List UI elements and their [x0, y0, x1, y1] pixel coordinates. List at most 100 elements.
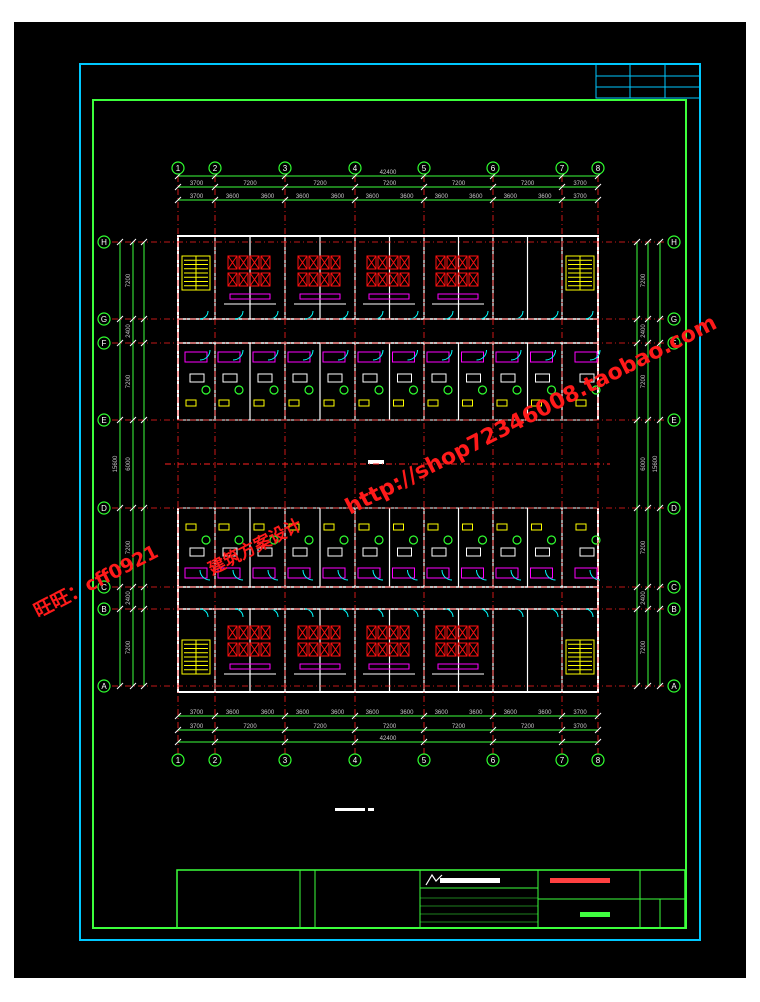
wardrobe	[288, 523, 300, 531]
toilet-stall	[249, 272, 260, 287]
bathroom-north-1	[224, 255, 276, 305]
axis-column-bottom-1: 1	[171, 753, 185, 767]
chair	[234, 385, 244, 395]
axis-bubble-label: H	[101, 238, 107, 247]
toilet-stall	[308, 272, 319, 287]
dim-tick	[281, 726, 289, 734]
dim-tick	[129, 238, 137, 246]
toilet-stall	[297, 625, 308, 640]
chair	[269, 535, 279, 545]
chair	[512, 385, 522, 395]
dim-label-left: 2400	[126, 591, 132, 605]
dim-tick	[116, 682, 124, 690]
door-swing	[199, 310, 209, 320]
dim-label-bottom-detail: 3600	[296, 710, 310, 716]
toilet-stall	[238, 642, 249, 657]
room-north-5	[357, 349, 384, 407]
sink-counter	[299, 293, 341, 300]
dim-tick	[140, 583, 148, 591]
axis-bubble	[97, 336, 111, 350]
dim-tick	[211, 183, 219, 191]
dim-tick	[644, 416, 652, 424]
sink-counter	[368, 293, 410, 300]
dim-tick	[656, 504, 664, 512]
dim-label-bottom-detail: 3700	[573, 710, 587, 716]
desk	[257, 547, 273, 557]
dim-tick	[633, 605, 641, 613]
dim-label-left: 7200	[126, 640, 132, 654]
dim-label-top: 7200	[243, 181, 257, 187]
dim-tick	[656, 682, 664, 690]
toilet-stall	[388, 625, 399, 640]
toilet-stall	[435, 255, 446, 270]
bed	[217, 567, 241, 579]
dim-tick	[644, 238, 652, 246]
axis-bubble	[208, 161, 222, 175]
dim-tick	[281, 738, 289, 746]
dim-label-top-detail: 3600	[261, 194, 275, 200]
stall-x	[435, 272, 446, 287]
toilet-stall	[249, 642, 260, 657]
dim-tick	[129, 416, 137, 424]
dim-tick	[174, 196, 182, 204]
axis-bubble-label: 2	[213, 756, 218, 765]
toilet-stall	[468, 625, 479, 640]
wardrobe	[575, 523, 587, 531]
chair	[304, 535, 314, 545]
toilet-stall	[238, 625, 249, 640]
axis-bubble-label: 5	[422, 164, 427, 173]
axis-bubble-label: 4	[353, 164, 358, 173]
axis-bubble-label: 8	[596, 164, 601, 173]
stall-x	[227, 625, 238, 640]
chair	[339, 535, 349, 545]
stall-x	[238, 255, 249, 270]
wardrobe	[323, 523, 335, 531]
dim-tick	[656, 583, 664, 591]
door-swing	[510, 569, 522, 581]
dim-label-top-detail: 3600	[435, 194, 449, 200]
sink-counter	[368, 663, 410, 670]
stall-x	[330, 625, 341, 640]
door-swing	[407, 569, 418, 581]
dim-tick	[558, 183, 566, 191]
stall-x	[366, 625, 377, 640]
bed	[252, 567, 276, 579]
stall-x	[297, 625, 308, 640]
drawing-background	[14, 22, 746, 978]
dim-tick	[656, 315, 664, 323]
toilet-stall	[297, 272, 308, 287]
stall-x	[238, 642, 249, 657]
wardrobe	[185, 399, 197, 407]
dim-label-bottom-detail: 3600	[366, 710, 380, 716]
stall-x	[468, 625, 479, 640]
axis-bubble-label: 4	[353, 756, 358, 765]
bed	[322, 567, 346, 579]
dim-tick	[644, 682, 652, 690]
desk	[327, 373, 343, 383]
desk	[579, 373, 595, 383]
dim-label-bottom-detail: 3600	[331, 710, 345, 716]
chair	[512, 535, 522, 545]
title-block	[176, 808, 686, 929]
stall-x	[238, 625, 249, 640]
dim-tick	[116, 238, 124, 246]
chair	[201, 385, 211, 395]
axis-row-right-B: B	[667, 602, 681, 616]
dim-tick	[489, 726, 497, 734]
dim-tick	[420, 738, 428, 746]
stall-x	[388, 625, 399, 640]
toilet-stall	[308, 642, 319, 657]
axis-bubble	[591, 161, 605, 175]
toilet-stall	[468, 272, 479, 287]
axis-bubble-label: 7	[560, 756, 565, 765]
dim-tick	[129, 315, 137, 323]
stall-x	[399, 255, 410, 270]
sink-counter	[299, 663, 341, 670]
bed	[495, 567, 519, 579]
stall-x	[457, 642, 468, 657]
chair	[269, 385, 279, 395]
axis-bubble	[97, 413, 111, 427]
stall-x	[446, 642, 457, 657]
toilet-stall	[435, 272, 446, 287]
title-text-bar	[550, 878, 610, 883]
